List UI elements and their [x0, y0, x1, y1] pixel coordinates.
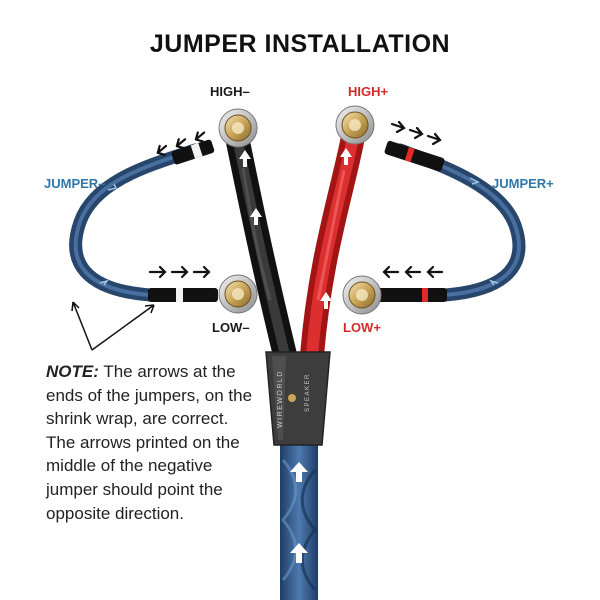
brand-dot-icon — [288, 394, 296, 402]
label-high-neg: HIGH– — [210, 84, 250, 99]
connector-low-neg — [218, 274, 258, 314]
pointer-arrowhead-icon — [144, 304, 155, 314]
label-low-pos: LOW+ — [343, 320, 381, 335]
connector-low-pos — [342, 275, 382, 315]
jumper-negative — [69, 131, 218, 302]
red-lead-high-pos — [300, 130, 364, 367]
label-low-neg: LOW– — [212, 320, 250, 335]
cable-arrow-icon — [290, 462, 308, 482]
print-arrow-icon — [107, 183, 118, 191]
shrink-wrap-upper-pos — [384, 140, 445, 172]
direction-arrows-upper-neg — [156, 131, 206, 156]
label-jumper-neg: JUMPER– — [44, 176, 106, 191]
note-body: The arrows at the ends of the jumpers, o… — [46, 362, 253, 523]
up-arrow-icon — [320, 292, 332, 309]
up-arrow-icon — [250, 208, 262, 225]
black-lead-high-neg — [226, 130, 297, 367]
page-title: JUMPER INSTALLATION — [149, 30, 451, 58]
shrink-wrap-upper-neg — [171, 139, 215, 165]
up-arrow-icon — [340, 148, 352, 165]
note-heading: NOTE: — [46, 362, 99, 381]
print-arrow-icon — [469, 177, 480, 185]
main-speaker-cable — [280, 445, 318, 600]
direction-arrows-upper-pos — [390, 120, 442, 146]
print-arrow-icon — [99, 279, 109, 286]
label-high-pos: HIGH+ — [348, 84, 389, 99]
brand-product: SPEAKER — [305, 373, 311, 412]
print-arrow-icon — [489, 279, 499, 286]
label-jumper-pos: JUMPER+ — [492, 176, 554, 191]
installation-note: NOTE: The arrows at the ends of the jump… — [46, 360, 258, 525]
direction-arrows-lower-pos — [382, 265, 444, 279]
pointer-arrowhead-icon — [71, 301, 80, 312]
cable-arrow-icon — [290, 543, 308, 563]
brand-name: WIREWORLD — [277, 370, 284, 428]
cable-splitter: WIREWORLD SPEAKER — [265, 351, 331, 446]
shrink-wrap-lower-pos — [375, 288, 447, 302]
direction-arrows-lower-neg — [148, 265, 211, 279]
up-arrow-icon — [239, 150, 251, 167]
note-pointer-lines — [71, 301, 155, 351]
connector-high-neg — [218, 108, 258, 148]
jumper-positive — [375, 120, 526, 302]
shrink-wrap-lower-neg — [148, 288, 218, 302]
connector-high-pos — [335, 105, 375, 145]
